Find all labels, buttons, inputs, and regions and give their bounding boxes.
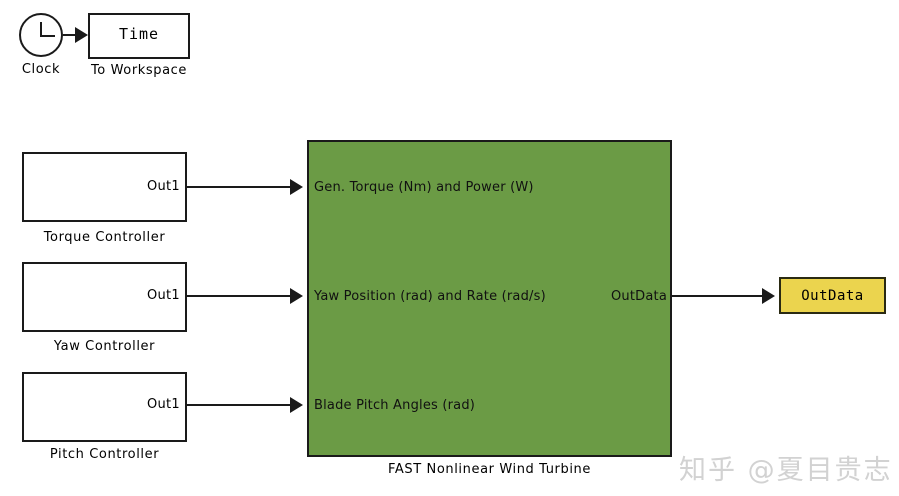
wire-pitch-to-subsystem: [187, 404, 292, 406]
clock-block[interactable]: [19, 13, 63, 57]
pitch-controller-caption: Pitch Controller: [49, 447, 160, 462]
to-workspace-body-text: Time: [118, 25, 160, 43]
wire-clock-to-workspace: [63, 34, 85, 36]
yaw-controller-out1-label: Out1: [146, 288, 180, 303]
subsystem-caption: FAST Nonlinear Wind Turbine: [388, 462, 591, 477]
wire-subsystem-to-outdata: [672, 295, 772, 297]
subsystem-inport-label-yaw-position: Yaw Position (rad) and Rate (rad/s): [314, 289, 546, 304]
torque-controller-caption: Torque Controller: [43, 230, 166, 245]
arrowhead-subsystem-inport-2: [290, 288, 303, 304]
to-workspace-caption: To Workspace: [90, 63, 188, 78]
subsystem-inport-label-blade-pitch: Blade Pitch Angles (rad): [314, 398, 476, 413]
outdata-outport-label: OutData: [801, 287, 864, 304]
pitch-controller-out1-label: Out1: [146, 397, 180, 412]
yaw-controller-caption: Yaw Controller: [53, 339, 156, 354]
wire-torque-to-subsystem: [187, 186, 292, 188]
arrowhead-to-workspace: [75, 27, 88, 43]
subsystem-inport-label-gen-torque: Gen. Torque (Nm) and Power (W): [314, 180, 534, 195]
outdata-outport-block[interactable]: OutData: [779, 277, 886, 314]
clock-hand-vertical: [40, 22, 42, 37]
subsystem-outport-label-outdata: OutData: [610, 289, 667, 304]
pitch-controller-block[interactable]: [22, 372, 187, 442]
yaw-controller-block[interactable]: [22, 262, 187, 332]
clock-caption: Clock: [21, 62, 61, 77]
watermark-text: 知乎 @夏目贵志: [679, 455, 893, 486]
clock-hand-horizontal: [40, 35, 55, 37]
to-workspace-block[interactable]: [88, 13, 190, 59]
torque-controller-out1-label: Out1: [146, 179, 180, 194]
wire-yaw-to-subsystem: [187, 295, 292, 297]
torque-controller-block[interactable]: [22, 152, 187, 222]
arrowhead-subsystem-inport-3: [290, 397, 303, 413]
arrowhead-outdata-block: [762, 288, 775, 304]
arrowhead-subsystem-inport-1: [290, 179, 303, 195]
fast-wind-turbine-subsystem[interactable]: [307, 140, 672, 457]
